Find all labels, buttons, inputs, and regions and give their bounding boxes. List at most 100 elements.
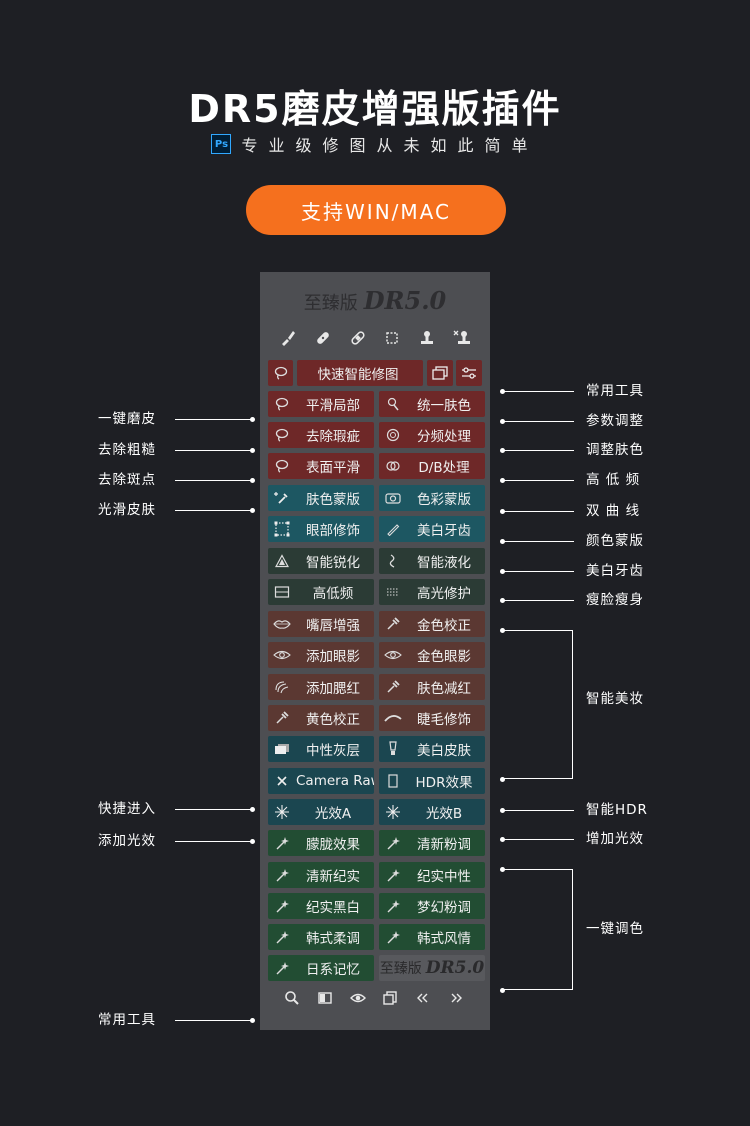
annotation-line: [175, 1020, 252, 1021]
hdr-effect-button[interactable]: HDR效果: [379, 768, 485, 794]
gold-correct-button[interactable]: 金色校正: [379, 611, 485, 637]
copy-icon[interactable]: [380, 988, 400, 1008]
add-blush-label: 添加腮红: [306, 681, 360, 697]
high-low-freq-button[interactable]: 高低频: [268, 579, 374, 605]
annotation-line: [175, 419, 252, 420]
unify-skin-label: 统一肤色: [417, 398, 471, 414]
annotation-line: [503, 450, 574, 451]
fresh-pink-button[interactable]: 清新粉调: [379, 830, 485, 856]
smart-sharpen-button[interactable]: 智能锐化: [268, 548, 374, 574]
zoom-icon[interactable]: [282, 988, 302, 1008]
local-smooth-button[interactable]: 平滑局部: [268, 391, 374, 417]
smart-liquify-button[interactable]: 智能液化: [379, 548, 485, 574]
camera-icon: [379, 485, 407, 511]
eyelash-retouch-button[interactable]: 睫毛修饰: [379, 705, 485, 731]
clone-stamp-icon[interactable]: [452, 328, 472, 348]
hazy-effect-button[interactable]: 朦胧效果: [268, 830, 374, 856]
eyelash-retouch-label: 睫毛修饰: [417, 712, 471, 728]
fresh-doc-button[interactable]: 清新纪实: [268, 862, 374, 888]
japan-memory-button[interactable]: 日系记忆: [268, 955, 374, 981]
logo-dr: DR5.0: [363, 286, 447, 315]
compare-icon[interactable]: [315, 988, 335, 1008]
logo-cn: 至臻版: [303, 293, 358, 314]
bottom-toolbar: [282, 988, 466, 1008]
skin-mask-button[interactable]: 肤色蒙版: [268, 485, 374, 511]
logo-button-cn: 至臻版: [379, 961, 422, 977]
skin-mask-label: 肤色蒙版: [306, 492, 360, 508]
eye-retouch-button[interactable]: 眼部修饰: [268, 516, 374, 542]
dots-icon: [379, 579, 407, 605]
lasso-icon: [268, 360, 293, 386]
eye-retouch-label: 眼部修饰: [306, 523, 360, 539]
prev-icon[interactable]: [413, 988, 433, 1008]
japan-memory-label: 日系记忆: [306, 962, 360, 978]
highlight-repair-button[interactable]: 高光修护: [379, 579, 485, 605]
lip-enhance-label: 嘴唇增强: [306, 618, 360, 634]
dream-pink-label: 梦幻粉调: [417, 900, 471, 916]
dropper-icon: [379, 674, 407, 700]
doc-neutral-button[interactable]: 纪实中性: [379, 862, 485, 888]
next-icon[interactable]: [446, 988, 466, 1008]
surface-smooth-button[interactable]: 表面平滑: [268, 453, 374, 479]
settings-btn-button[interactable]: [456, 360, 482, 386]
annotation-right-2: 调整肤色: [586, 442, 644, 458]
annotation-line: [503, 541, 574, 542]
annotation-dot: [250, 839, 255, 844]
db-process-button[interactable]: D/B处理: [379, 453, 485, 479]
heal-icon[interactable]: [348, 328, 368, 348]
add-blush-button[interactable]: 添加腮红: [268, 674, 374, 700]
annotation-dot: [250, 1018, 255, 1023]
color-mask-button[interactable]: 色彩蒙版: [379, 485, 485, 511]
skin-reduce-red-label: 肤色减红: [417, 681, 471, 697]
skin-reduce-red-button[interactable]: 肤色减红: [379, 674, 485, 700]
gold-eyeshadow-button[interactable]: 金色眼影: [379, 642, 485, 668]
annotation-right-11: 一键调色: [586, 921, 644, 937]
wand-icon: [379, 830, 407, 856]
eye-toggle-icon[interactable]: [348, 988, 368, 1008]
annotation-line: [175, 841, 252, 842]
korean-soft-button[interactable]: 韩式柔调: [268, 924, 374, 950]
annotation-line: [503, 600, 574, 601]
annotation-dot: [250, 478, 255, 483]
support-platform-button[interactable]: 支持WIN/MAC: [246, 185, 506, 235]
light-b-button[interactable]: 光效B: [379, 799, 485, 825]
dream-pink-button[interactable]: 梦幻粉调: [379, 893, 485, 919]
annotation-line: [503, 391, 574, 392]
bandage-icon[interactable]: [313, 328, 333, 348]
chip-icon[interactable]: [382, 328, 402, 348]
neutral-gray-button[interactable]: 中性灰层: [268, 736, 374, 762]
whiten-skin-button[interactable]: 美白皮肤: [379, 736, 485, 762]
teeth-whiten-button[interactable]: 美白牙齿: [379, 516, 485, 542]
quick-smart-retouch-button[interactable]: 快速智能修图: [297, 360, 423, 386]
doc-bw-button[interactable]: 纪实黑白: [268, 893, 374, 919]
korean-style-button[interactable]: 韩式风情: [379, 924, 485, 950]
camera-raw-button[interactable]: Camera Raw: [268, 768, 374, 794]
color-mask-label: 色彩蒙版: [417, 492, 471, 508]
annotation-line: [503, 511, 574, 512]
select-icon: [268, 516, 296, 542]
stamp-icon[interactable]: [417, 328, 437, 348]
freq-separation-button[interactable]: 分频处理: [379, 422, 485, 448]
annotation-line: [503, 839, 574, 840]
annotation-left-6: 常用工具: [98, 1012, 156, 1028]
lasso-icon: [268, 453, 296, 479]
annotation-dot: [500, 419, 505, 424]
quick-smart-retouch-label: 快速智能修图: [317, 367, 399, 383]
annotation-left-1: 去除粗糙: [98, 442, 156, 458]
annotation-line: [503, 810, 574, 811]
remove-blemish-button[interactable]: 去除瑕疵: [268, 422, 374, 448]
brush-icon[interactable]: [278, 328, 298, 348]
frame-icon: [268, 579, 296, 605]
unify-skin-button[interactable]: 统一肤色: [379, 391, 485, 417]
add-eyeshadow-button[interactable]: 添加眼影: [268, 642, 374, 668]
quick-retouch-lasso-button[interactable]: [268, 360, 293, 386]
fresh-doc-label: 清新纪实: [306, 869, 360, 885]
light-a-button[interactable]: 光效A: [268, 799, 374, 825]
yellow-correct-button[interactable]: 黄色校正: [268, 705, 374, 731]
layers-btn-button[interactable]: [427, 360, 453, 386]
lip-enhance-button[interactable]: 嘴唇增强: [268, 611, 374, 637]
lasso-icon: [268, 391, 296, 417]
gold-correct-label: 金色校正: [417, 618, 471, 634]
pencil-icon: [379, 516, 407, 542]
dropper-plus-icon: [268, 485, 296, 511]
